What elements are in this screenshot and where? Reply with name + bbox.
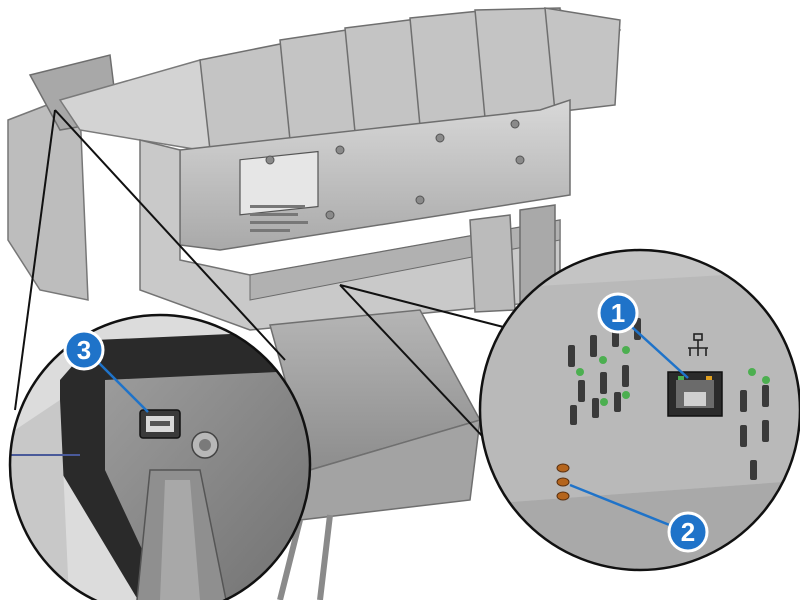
callout-1-label: 1 bbox=[611, 298, 625, 328]
label-plate-lines bbox=[250, 205, 308, 232]
zoom-view-ethernet bbox=[478, 248, 800, 572]
panel-screws bbox=[265, 119, 525, 220]
vent-slots bbox=[568, 318, 769, 480]
printer-body bbox=[7, 7, 622, 331]
callout-3-label: 3 bbox=[77, 335, 91, 365]
output-trays bbox=[199, 7, 621, 151]
vent-indicators bbox=[576, 346, 770, 406]
ethernet-port bbox=[667, 371, 723, 417]
callout-2: 2 bbox=[667, 511, 709, 553]
output-bin bbox=[269, 309, 482, 600]
callout-1: 1 bbox=[597, 292, 639, 334]
ethernet-icon bbox=[688, 333, 708, 356]
callout-3: 3 bbox=[63, 329, 105, 371]
usb-port-icon bbox=[139, 409, 181, 439]
zoom-leader-lines bbox=[14, 109, 516, 456]
zoom-view-usb bbox=[8, 313, 312, 600]
callout-2-label: 2 bbox=[681, 517, 695, 547]
status-leds bbox=[556, 463, 570, 501]
